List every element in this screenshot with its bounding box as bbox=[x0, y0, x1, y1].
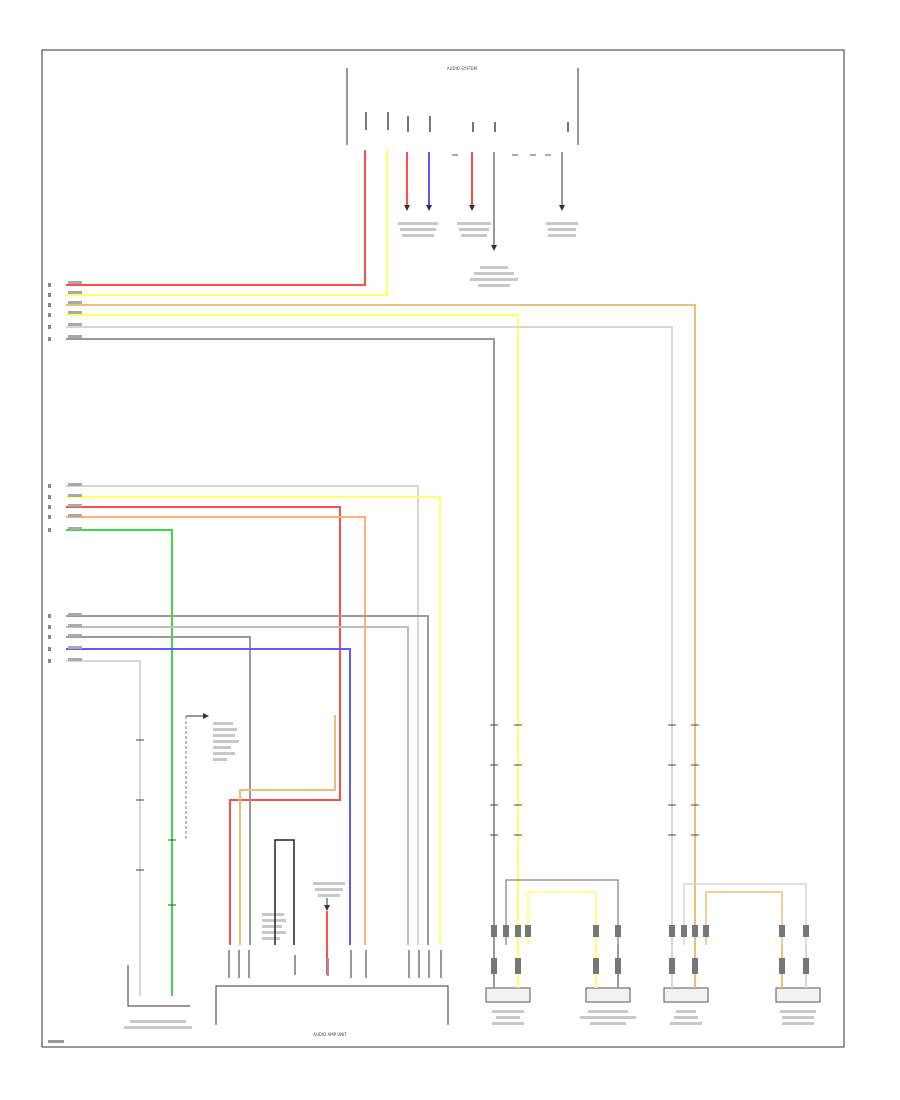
terminal-connectors bbox=[491, 925, 809, 974]
speaker-2 bbox=[580, 987, 636, 1025]
speaker-1 bbox=[485, 987, 531, 1025]
speaker-loop-wires bbox=[505, 879, 807, 945]
top-harness-wires bbox=[66, 150, 696, 945]
top-component: AUDIO SYSTEM bbox=[346, 66, 579, 156]
left-group-2 bbox=[48, 483, 82, 532]
diagram-border bbox=[41, 49, 845, 1048]
left-group-1 bbox=[48, 281, 82, 341]
audio-amp-unit: AUDIO AMP UNIT bbox=[215, 950, 449, 1037]
speaker-4 bbox=[775, 987, 821, 1025]
top-destination-labels bbox=[398, 222, 578, 287]
speaker-3 bbox=[663, 987, 709, 1025]
top-component-title: AUDIO SYSTEM bbox=[447, 66, 478, 71]
connector-ticks bbox=[136, 724, 699, 906]
middle-harness-wires bbox=[66, 485, 441, 945]
middle-notes bbox=[185, 713, 345, 975]
amp-unit-label: AUDIO AMP UNIT bbox=[313, 1032, 347, 1037]
left-bottom-component bbox=[124, 945, 192, 1029]
speaker-terminals bbox=[493, 945, 807, 988]
top-destination-arrows bbox=[404, 205, 565, 251]
footer-code-mark bbox=[48, 1040, 64, 1043]
left-group-3 bbox=[48, 613, 82, 663]
top-short-wires bbox=[406, 152, 563, 245]
lower-harness-wires bbox=[66, 615, 429, 945]
